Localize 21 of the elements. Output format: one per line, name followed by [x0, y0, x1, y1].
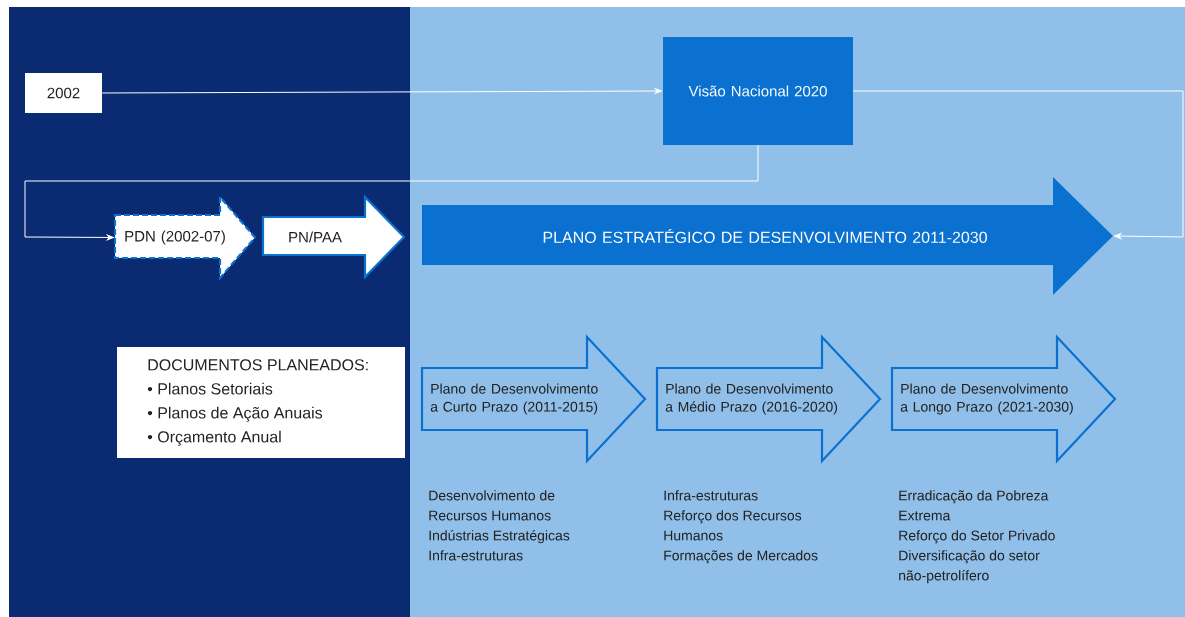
connector-arrow: [101, 88, 662, 94]
documents-box: DOCUMENTOS PLANEADOS: • Planos Setoriais • Planos de Ação Anuais • Orçamento Anual: [117, 347, 405, 458]
plan-banner: PLANO ESTRATÉGICO DE DESENVOLVIMENTO 2011-2030: [422, 177, 1113, 295]
step-banner: PN/PAA: [261, 194, 406, 280]
focus-area-text: Reforço dos Recursos Humanos: [664, 510, 802, 541]
focus-area-text: Infra-estruturas: [664, 490, 758, 501]
connector-arrow: [24, 144, 759, 241]
focus-area-text: Indústrias Estratégicas: [429, 530, 570, 544]
phase-banner: Plano de Desenvolvimento a Curto Prazo (2011-2015): [420, 334, 647, 464]
focus-area-text: Reforço do Setor Privado: [899, 530, 1055, 544]
focus-area-text: Diversificação do setor não-petrolífero: [899, 550, 1040, 584]
focus-area-text: Desenvolvimento de Recursos Humanos: [429, 490, 555, 521]
focus-area-text: Infra-estruturas: [429, 550, 523, 561]
focus-area-text: Erradicação da Pobreza Extrema: [899, 490, 1049, 521]
focus-area-text: Formações de Mercados: [664, 550, 818, 564]
vision-box: Visão Nacional 2020: [663, 37, 853, 145]
step-banner: PDN (2002-07): [113, 194, 257, 281]
phase-banner: Plano de Desenvolvimento a Longo Prazo (2021-2030): [890, 334, 1117, 464]
connector-arrow: [852, 90, 1184, 239]
phase-banner: Plano de Desenvolvimento a Médio Prazo (2016-2020): [655, 334, 882, 464]
year-box: 2002: [25, 73, 102, 113]
